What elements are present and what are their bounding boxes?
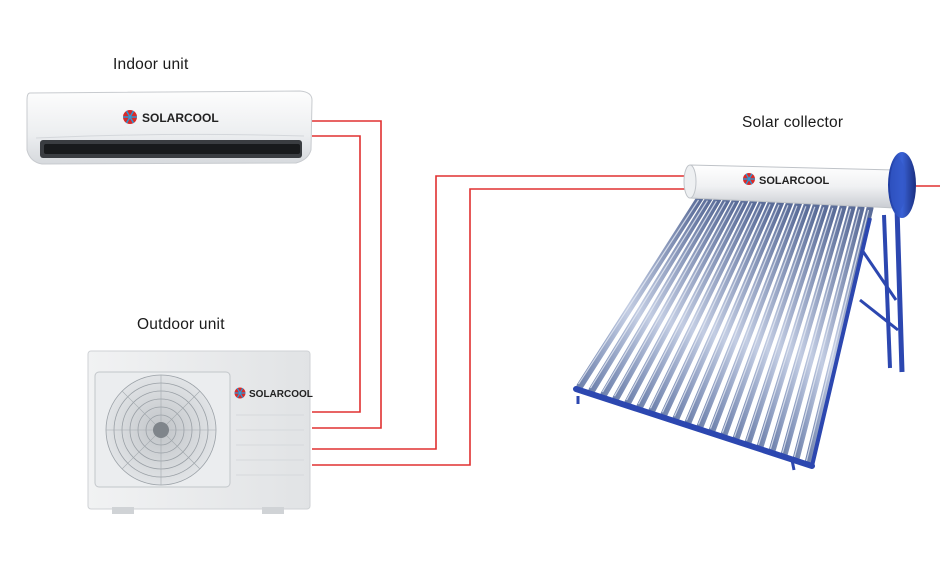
evacuated-tube (624, 196, 740, 406)
evacuated-tube (696, 199, 793, 431)
snowflake-sun-logo-icon (743, 173, 755, 185)
evacuated-tube (672, 198, 776, 422)
refrigerant-pipes (312, 120, 940, 466)
evacuated-tube (756, 202, 838, 451)
evacuated-tube (660, 198, 767, 418)
tube-highlight (745, 207, 825, 441)
evacuated-tube (612, 196, 731, 402)
indoor-pipe-inner (312, 135, 361, 413)
snowflake-sun-logo-icon (123, 110, 137, 124)
evacuated-tube (648, 197, 758, 414)
outdoor-brand-text: SOLARCOOL (249, 389, 313, 400)
evacuated-tube (684, 199, 785, 426)
tube-highlight (733, 206, 816, 437)
tube-highlight (613, 201, 726, 397)
snowflake-sun-logo-icon (234, 387, 246, 399)
tube-highlight (637, 202, 744, 405)
evacuated-tube (732, 201, 820, 443)
tube-highlight (661, 203, 762, 413)
tube-highlight (685, 204, 780, 421)
tube-highlight (721, 206, 807, 433)
solar-collector: SOLARCOOL (573, 152, 916, 471)
solar-pipe-inner (312, 188, 694, 466)
evacuated-tube (636, 197, 749, 410)
fan-icon (105, 374, 217, 486)
tube-highlight (757, 207, 834, 445)
tube-highlight (793, 209, 861, 458)
tube-highlight (577, 199, 700, 385)
tube-highlight (673, 203, 771, 417)
solar-collector-label: Solar collector (742, 114, 844, 131)
evacuated-tubes (576, 194, 874, 467)
tube-highlight (781, 208, 852, 454)
evacuated-tube (600, 195, 722, 398)
indoor-pipe-outer (312, 120, 382, 429)
evacuated-tube (708, 200, 802, 435)
tube-highlight (601, 200, 717, 393)
indoor-brand-text: SOLARCOOL (142, 111, 219, 125)
tube-highlight (709, 205, 798, 429)
evacuated-tube (744, 201, 829, 447)
evacuated-tube (804, 204, 874, 467)
evacuated-tube (792, 203, 865, 463)
indoor-unit: SOLARCOOL (26, 90, 313, 165)
evacuated-tube (780, 203, 856, 459)
tube-highlight (649, 202, 753, 409)
indoor-unit-label: Indoor unit (113, 56, 189, 73)
solar-brand-text: SOLARCOOL (759, 175, 830, 187)
tube-highlight (769, 208, 843, 450)
evacuated-tube (720, 200, 811, 439)
tube-highlight (805, 209, 870, 462)
outdoor-unit-label: Outdoor unit (137, 316, 225, 333)
tube-highlight (697, 205, 789, 425)
tube-highlight (589, 200, 708, 389)
solar-pipe-outer (312, 175, 694, 450)
tube-highlight (625, 201, 735, 401)
outdoor-unit: SOLARCOOL (87, 350, 313, 514)
evacuated-tube (768, 202, 847, 455)
